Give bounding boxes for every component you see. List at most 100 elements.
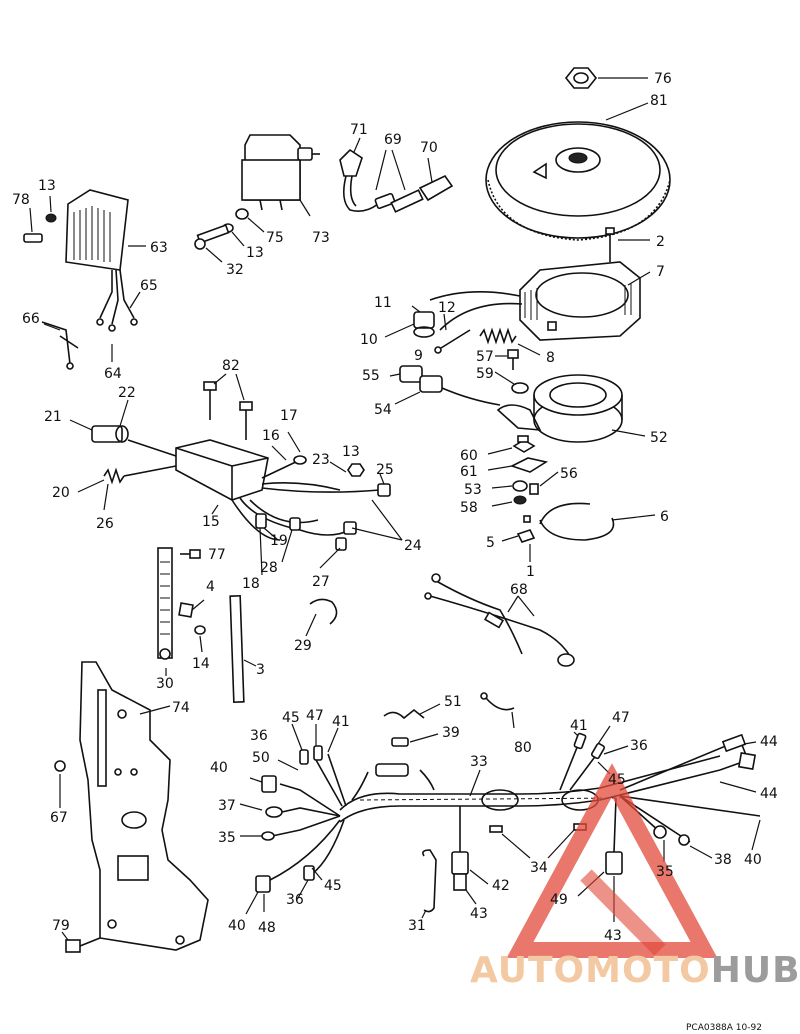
label-66: 66 <box>22 311 40 327</box>
label-18: 18 <box>242 576 260 592</box>
label-45-right: 45 <box>608 772 626 788</box>
rectifier-leads <box>41 269 141 370</box>
retaining-ring <box>539 502 656 541</box>
screws-82 <box>203 373 253 440</box>
label-61: 61 <box>460 464 478 480</box>
part-labels: 76 81 2 7 11 12 10 9 8 57 55 59 54 52 60… <box>12 71 778 944</box>
label-56: 56 <box>560 466 578 482</box>
label-82: 82 <box>222 358 240 374</box>
watermark-triangle <box>506 763 718 958</box>
label-50: 50 <box>252 750 270 766</box>
label-13-rectifier: 13 <box>38 178 56 194</box>
label-8: 8 <box>546 350 555 366</box>
timer-hardware <box>487 435 559 507</box>
timer-connector <box>389 365 501 406</box>
label-3: 3 <box>256 662 265 678</box>
label-73: 73 <box>312 230 330 246</box>
label-69: 69 <box>384 132 402 148</box>
label-80: 80 <box>514 740 532 756</box>
label-37: 37 <box>218 798 236 814</box>
label-79: 79 <box>52 918 70 934</box>
flywheel <box>485 102 671 241</box>
label-59: 59 <box>476 366 494 382</box>
clip-80 <box>480 692 515 729</box>
label-22: 22 <box>118 385 136 401</box>
label-65: 65 <box>140 278 158 294</box>
label-2: 2 <box>656 234 665 250</box>
label-31: 31 <box>408 918 426 934</box>
label-38: 38 <box>714 852 732 868</box>
label-41-left: 41 <box>332 714 350 730</box>
label-10: 10 <box>360 332 378 348</box>
label-7: 7 <box>656 264 665 280</box>
power-pack <box>175 439 269 515</box>
label-60: 60 <box>460 448 478 464</box>
strip-3 <box>229 595 257 703</box>
label-43-middle: 43 <box>470 906 488 922</box>
rectifier <box>23 189 146 271</box>
label-35-left: 35 <box>218 830 236 846</box>
label-41-right: 41 <box>570 718 588 734</box>
label-1: 1 <box>526 564 535 580</box>
coil-hardware <box>194 208 265 263</box>
label-39: 39 <box>442 725 460 741</box>
clip-51 <box>383 703 441 720</box>
screw <box>605 227 650 262</box>
label-5: 5 <box>486 535 495 551</box>
label-74: 74 <box>172 700 190 716</box>
label-71: 71 <box>350 122 368 138</box>
label-17: 17 <box>280 408 298 424</box>
stator-leads <box>384 291 523 354</box>
label-29: 29 <box>294 638 312 654</box>
label-13-pack: 13 <box>342 444 360 460</box>
label-35-right: 35 <box>656 864 674 880</box>
label-36-right: 36 <box>630 738 648 754</box>
label-78: 78 <box>12 192 30 208</box>
label-4: 4 <box>206 579 215 595</box>
label-45-left-top: 45 <box>282 710 300 726</box>
main-harness <box>239 723 761 922</box>
label-49: 49 <box>550 892 568 908</box>
screw-79 <box>61 931 101 953</box>
label-13-coil: 13 <box>246 245 264 261</box>
label-27: 27 <box>312 574 330 590</box>
label-55: 55 <box>362 368 380 384</box>
label-77: 77 <box>208 547 226 563</box>
label-33: 33 <box>470 754 488 770</box>
watermark-triangle-bar <box>580 869 666 956</box>
label-51: 51 <box>444 694 462 710</box>
power-pack-connectors <box>69 399 177 511</box>
label-42: 42 <box>492 878 510 894</box>
label-32: 32 <box>226 262 244 278</box>
label-43-right: 43 <box>604 928 622 944</box>
label-20: 20 <box>52 485 70 501</box>
label-14: 14 <box>192 656 210 672</box>
harness-68 <box>424 573 575 667</box>
label-25: 25 <box>376 462 394 478</box>
label-26: 26 <box>96 516 114 532</box>
label-34: 34 <box>530 860 548 876</box>
washer-59 <box>494 371 529 394</box>
label-54: 54 <box>374 402 392 418</box>
label-75: 75 <box>266 230 284 246</box>
brand-watermark: AUTOMOTOHUB <box>470 763 800 991</box>
label-47-right: 47 <box>612 710 630 726</box>
label-21: 21 <box>44 409 62 425</box>
label-53: 53 <box>464 482 482 498</box>
spark-plug-leads <box>339 137 454 213</box>
label-40-left-top: 40 <box>210 760 228 776</box>
label-67: 67 <box>50 810 68 826</box>
flywheel-nut <box>564 67 648 89</box>
label-40-right: 40 <box>744 852 762 868</box>
label-76: 76 <box>654 71 672 87</box>
label-40-left-bottom: 40 <box>228 918 246 934</box>
label-64: 64 <box>104 366 122 382</box>
label-81: 81 <box>650 93 668 109</box>
label-12: 12 <box>438 300 456 316</box>
timer-base <box>496 374 646 443</box>
watermark-auto: AUTO <box>470 950 585 991</box>
label-44-top: 44 <box>760 734 778 750</box>
screw-57 <box>495 349 519 370</box>
ignition-coil <box>241 134 320 217</box>
